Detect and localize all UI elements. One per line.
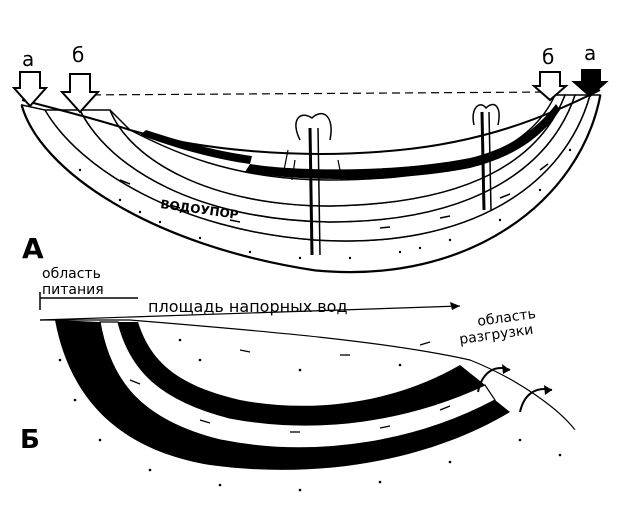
discharge-arrowhead-upper <box>502 364 510 374</box>
arrow-b-left-icon <box>59 73 101 114</box>
panel-b-label: Б <box>20 425 40 455</box>
arrow-b-right-icon <box>531 71 569 102</box>
artesian-well-left <box>283 112 343 256</box>
ground-surface-b <box>40 319 576 431</box>
lower-black-layer <box>55 320 510 470</box>
pressure-area-arrowhead <box>450 302 460 310</box>
discharge-arrowhead-lower <box>544 385 552 395</box>
piezometric-level-line <box>79 91 556 96</box>
marker-a-right: а <box>584 41 596 65</box>
panel-a-label: А <box>22 232 44 265</box>
upper-black-layer <box>118 322 485 426</box>
sediment-dots-b <box>58 338 562 492</box>
panel-b: область питания площадь напорных вод обл… <box>20 266 576 505</box>
sediment-dots-a <box>78 148 572 260</box>
dash-marks-a <box>119 163 549 229</box>
pressure-area-arrow-line <box>39 305 461 321</box>
arrow-a-left-icon <box>11 71 49 108</box>
recharge-area-label-line2: питания <box>42 282 104 298</box>
dark-confining-layer <box>245 104 560 180</box>
marker-b-left: б <box>72 43 84 67</box>
aquifer-layer-upper <box>109 94 567 207</box>
panel-a: а б б а ВОДОУПОР А <box>11 41 609 274</box>
recharge-area-label-line1: область <box>42 266 101 282</box>
artesian-well-right <box>472 103 500 211</box>
dash-marks-b <box>129 341 451 433</box>
arrow-a-right-icon <box>571 69 609 98</box>
marker-b-right: б <box>542 45 554 69</box>
outer-layer-b <box>40 320 575 505</box>
marker-a-left: а <box>22 47 34 71</box>
